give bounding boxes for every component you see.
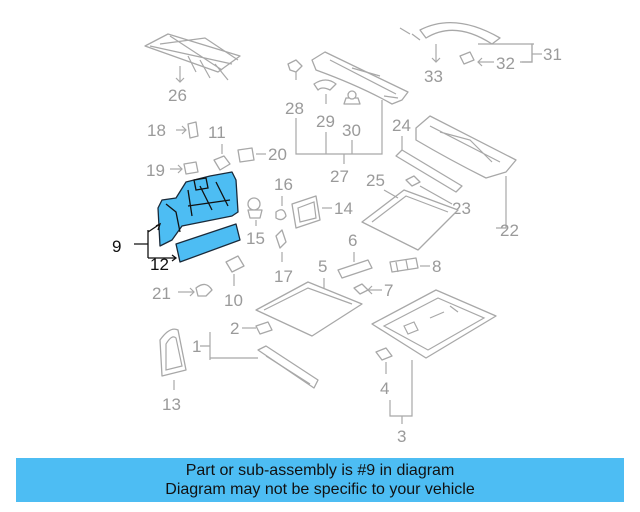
- callout-27: 27: [330, 167, 349, 186]
- callout-5: 5: [318, 257, 327, 276]
- callout-28: 28: [285, 99, 304, 118]
- part-30-shape: [343, 90, 361, 105]
- part-22-shape: [415, 115, 517, 179]
- callout-32: 32: [496, 54, 515, 73]
- part-33-shape: [399, 21, 501, 63]
- callout-15: 15: [246, 229, 265, 248]
- part-20-shape: [237, 147, 266, 163]
- callout-12: 12: [150, 255, 169, 274]
- part-28-shape: [287, 59, 303, 80]
- part-21-shape: [178, 283, 213, 297]
- part-11-shape: [213, 144, 231, 171]
- banner-line-part: Part or sub-assembly is #9 in diagram: [185, 462, 455, 479]
- part-26-shape: [144, 33, 241, 83]
- part-6-shape: [337, 259, 373, 279]
- callout-17: 17: [274, 267, 293, 286]
- callout-30: 30: [342, 121, 361, 140]
- part-12-highlighted-shape[interactable]: [175, 223, 241, 263]
- part-13-shape: [159, 328, 187, 390]
- banner-line-disclaimer: Diagram may not be specific to your vehi…: [165, 481, 475, 498]
- callout-24: 24: [392, 116, 411, 135]
- callout-1: 1: [192, 337, 201, 356]
- callout-16: 16: [274, 175, 293, 194]
- callout-23: 23: [452, 199, 471, 218]
- callout-2: 2: [230, 319, 239, 338]
- part-19-shape: [170, 161, 199, 175]
- callout-19: 19: [146, 161, 165, 180]
- part-9-panel[interactable]: [157, 171, 239, 247]
- part-24-strip: [395, 149, 463, 193]
- part-27-shape: [311, 51, 409, 105]
- callout-33: 33: [424, 67, 443, 86]
- callout-31: 31: [543, 45, 562, 64]
- part-1-shape: [257, 345, 319, 389]
- part-29-shape: [313, 79, 337, 104]
- callout-22: 22: [500, 221, 519, 240]
- callout-10: 10: [224, 291, 243, 310]
- part-3-shape: [371, 289, 497, 359]
- callout-21: 21: [152, 284, 171, 303]
- part-5-shape: [255, 281, 363, 337]
- callout-18: 18: [147, 121, 166, 140]
- callout-3: 3: [397, 427, 406, 446]
- part-25-shape: [361, 189, 459, 251]
- callout-11: 11: [208, 123, 226, 142]
- callout-4: 4: [380, 379, 389, 398]
- part-32-shape: [459, 51, 494, 67]
- part-8-shape: [389, 257, 430, 273]
- callout-13: 13: [162, 395, 181, 414]
- part-18-shape: [176, 121, 199, 139]
- part-2-shape: [255, 321, 273, 335]
- part-10-shape: [225, 255, 245, 286]
- part-16-shape: [275, 196, 287, 221]
- callout-8: 8: [432, 257, 441, 276]
- part-4-shape: [375, 347, 393, 374]
- callout-29: 29: [316, 112, 335, 131]
- part-23-shape: [405, 175, 453, 205]
- info-banner: Part or sub-assembly is #9 in diagram Di…: [16, 458, 624, 502]
- callout-14: 14: [334, 199, 353, 218]
- part-15-shape: [247, 197, 263, 226]
- callout-6: 6: [348, 231, 357, 250]
- part-9-highlighted-shape[interactable]: [157, 171, 239, 247]
- callout-9: 9: [112, 237, 121, 256]
- part-7-shape: [353, 283, 382, 295]
- callout-20: 20: [268, 145, 287, 164]
- callout-7: 7: [384, 281, 393, 300]
- part-17-shape: [275, 229, 287, 262]
- callout-26: 26: [168, 86, 187, 105]
- part-14-shape: [291, 195, 332, 229]
- callout-25: 25: [366, 171, 385, 190]
- exploded-parts-diagram: 26 33 32 31 28 29 30 27 24: [112, 21, 562, 446]
